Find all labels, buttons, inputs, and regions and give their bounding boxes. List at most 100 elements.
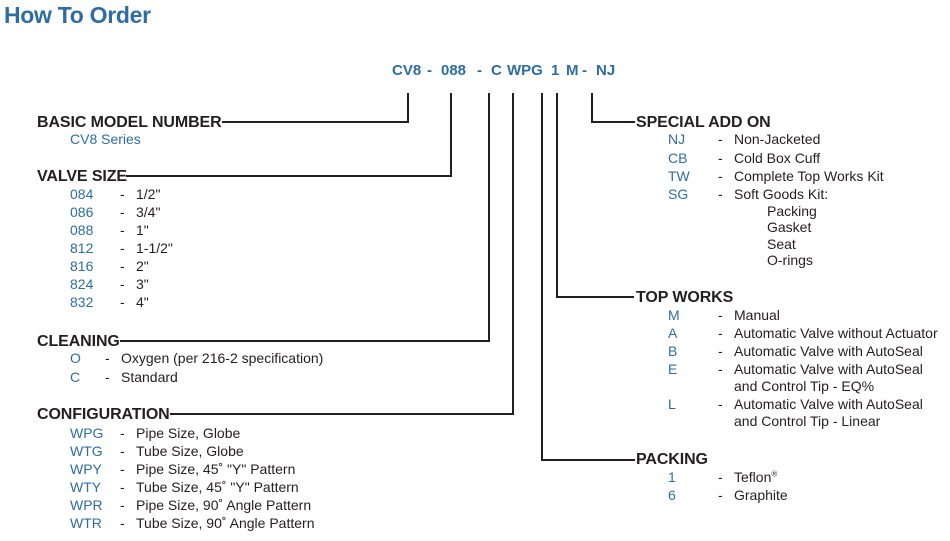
option-code: 1 — [668, 469, 676, 485]
connector-topworks-vertical — [556, 93, 558, 298]
connector-packing-vertical — [541, 93, 543, 461]
top-works-heading: TOP WORKS — [636, 289, 734, 306]
option-description: Standard — [121, 369, 178, 385]
option-code: B — [668, 343, 678, 359]
option-separator: - — [718, 186, 723, 202]
connector-size-horizontal — [126, 175, 452, 177]
model-segment-size: 088 — [441, 62, 467, 79]
option-code: WTY — [70, 479, 102, 495]
option-code: 812 — [70, 240, 94, 256]
model-segment-series: CV8 — [392, 62, 422, 79]
option-separator: - — [718, 325, 723, 341]
option-description: Automatic Valve with AutoSeal — [734, 343, 923, 359]
kit-item: O-rings — [767, 252, 813, 268]
valve-size-heading: VALVE SIZE — [37, 168, 127, 185]
option-separator: - — [120, 497, 125, 513]
option-code: TW — [668, 168, 690, 184]
option-description: Soft Goods Kit: — [734, 186, 829, 202]
option-code: M — [668, 307, 680, 323]
option-description-continued: and Control Tip - Linear — [734, 413, 881, 429]
configuration-heading: CONFIGURATION — [37, 406, 170, 423]
option-description: 4" — [136, 294, 149, 310]
connector-special-vertical — [591, 93, 593, 123]
option-description-continued: and Control Tip - EQ% — [734, 378, 875, 394]
option-code: 084 — [70, 186, 94, 202]
connector-config-vertical — [512, 93, 514, 415]
option-code: E — [668, 361, 678, 377]
registered-mark: ® — [771, 469, 778, 479]
basic-model-series: CV8 Series — [70, 131, 141, 147]
option-separator: - — [120, 461, 125, 477]
option-description: Pipe Size, 45˚ "Y" Pattern — [136, 461, 296, 477]
connector-basic-vertical — [407, 93, 409, 123]
model-separator: - — [427, 62, 432, 79]
option-code: 6 — [668, 487, 676, 503]
option-separator: - — [120, 425, 125, 441]
kit-item: Seat — [767, 236, 796, 252]
model-segment-cleaning: C — [491, 62, 502, 79]
special-add-on-heading: SPECIAL ADD ON — [636, 114, 771, 131]
option-description: 3/4" — [136, 204, 161, 220]
option-description: 1-1/2" — [136, 240, 173, 256]
option-code: WPY — [70, 461, 102, 477]
option-code: 824 — [70, 276, 94, 292]
option-code: A — [668, 325, 678, 341]
option-description-text: Teflon — [734, 469, 772, 485]
option-description: Non-Jacketed — [734, 131, 821, 147]
option-description: Cold Box Cuff — [734, 150, 821, 166]
option-description: 3" — [136, 276, 149, 292]
option-code: WPG — [70, 425, 104, 441]
option-separator: - — [120, 276, 125, 292]
option-separator: - — [718, 396, 723, 412]
option-separator: - — [120, 186, 125, 202]
option-separator: - — [718, 361, 723, 377]
option-separator: - — [718, 307, 723, 323]
model-segment-config: WPG — [507, 62, 543, 79]
option-code: NJ — [668, 131, 686, 147]
connector-size-vertical — [450, 93, 452, 177]
option-separator: - — [718, 469, 723, 485]
option-separator: - — [718, 150, 723, 166]
option-description: Automatic Valve without Actuator — [734, 325, 938, 341]
option-code: O — [70, 350, 81, 366]
option-description: Automatic Valve with AutoSeal — [734, 361, 923, 377]
page-title: How To Order — [4, 2, 151, 28]
option-separator: - — [120, 294, 125, 310]
packing-heading: PACKING — [636, 451, 708, 468]
option-description: Teflon® — [734, 469, 777, 485]
option-description: Pipe Size, Globe — [136, 425, 241, 441]
basic-model-heading: BASIC MODEL NUMBER — [37, 114, 222, 131]
option-separator: - — [120, 240, 125, 256]
option-description: Tube Size, 90˚ Angle Pattern — [136, 515, 315, 531]
connector-cleaning-vertical — [488, 93, 490, 342]
option-separator: - — [120, 479, 125, 495]
option-separator: - — [120, 258, 125, 274]
option-separator: - — [718, 343, 723, 359]
option-code: WPR — [70, 497, 103, 513]
option-separator: - — [718, 168, 723, 184]
connector-special-horizontal — [591, 121, 635, 123]
option-description: Automatic Valve with AutoSeal — [734, 396, 923, 412]
option-code: 816 — [70, 258, 94, 274]
connector-packing-horizontal — [541, 459, 635, 461]
option-description: Oxygen (per 216-2 specification) — [121, 350, 324, 366]
option-description: Manual — [734, 307, 780, 323]
option-separator: - — [105, 369, 110, 385]
option-code: 832 — [70, 294, 94, 310]
option-description: 1/2" — [136, 186, 161, 202]
connector-basic-horizontal — [222, 121, 409, 123]
option-code: CB — [668, 150, 688, 166]
option-separator: - — [105, 350, 110, 366]
option-description: 1" — [136, 222, 149, 238]
option-separator: - — [718, 487, 723, 503]
option-code: WTR — [70, 515, 102, 531]
option-code: 088 — [70, 222, 94, 238]
model-separator: - — [582, 62, 587, 79]
cleaning-heading: CLEANING — [37, 333, 120, 350]
option-separator: - — [718, 131, 723, 147]
option-description: 2" — [136, 258, 149, 274]
model-segment-special: NJ — [596, 62, 616, 79]
connector-cleaning-horizontal — [120, 340, 490, 342]
kit-item: Gasket — [767, 219, 812, 235]
option-description: Pipe Size, 90˚ Angle Pattern — [136, 497, 312, 513]
